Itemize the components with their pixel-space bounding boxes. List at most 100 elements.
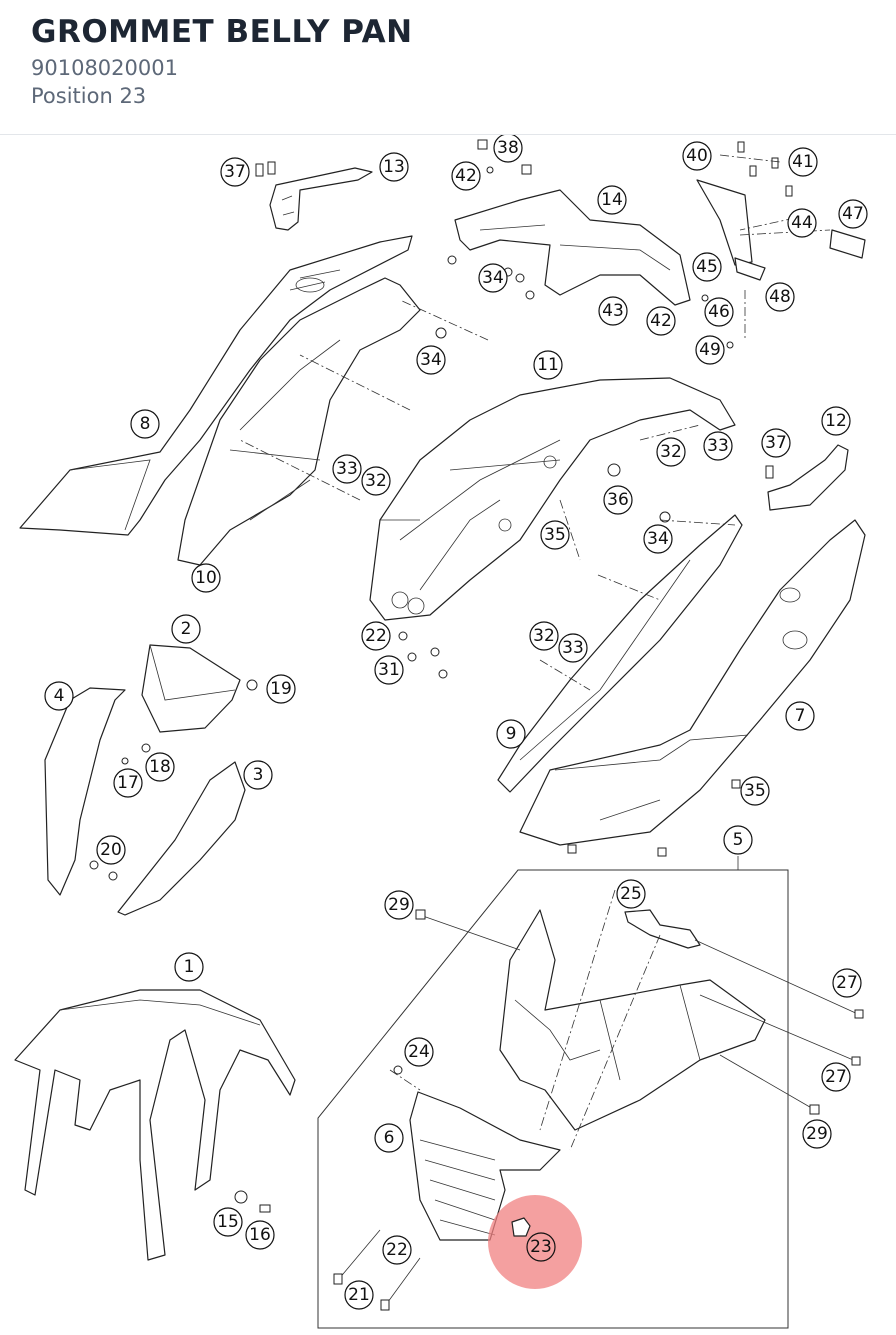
callout-37-b[interactable]: 37 <box>761 428 791 458</box>
part-40-plate-holder[interactable] <box>696 179 753 266</box>
screw-41-a[interactable] <box>737 141 745 153</box>
part-11-tail-section[interactable] <box>369 377 736 621</box>
callout-33-c[interactable]: 33 <box>558 633 588 663</box>
clip-34-c[interactable] <box>515 273 525 283</box>
part-7-side-panel-right[interactable] <box>519 519 866 846</box>
callout-5[interactable]: 5 <box>723 825 753 855</box>
callout-13[interactable]: 13 <box>379 152 409 182</box>
part-2-front-cover[interactable] <box>141 644 241 733</box>
part-1-front-fender[interactable] <box>14 989 296 1261</box>
callout-11[interactable]: 11 <box>533 350 563 380</box>
part-14-tail-cover[interactable] <box>454 189 691 306</box>
callout-14[interactable]: 14 <box>597 185 627 215</box>
callout-36[interactable]: 36 <box>603 485 633 515</box>
callout-20[interactable]: 20 <box>96 835 126 865</box>
callout-40[interactable]: 40 <box>682 141 712 171</box>
part-23-grommet[interactable] <box>511 1217 531 1237</box>
part-9-inner-panel[interactable] <box>497 514 743 793</box>
clip-34-e[interactable] <box>435 327 447 339</box>
callout-7[interactable]: 7 <box>785 701 815 731</box>
callout-32-a[interactable]: 32 <box>361 466 391 496</box>
screw-35-low[interactable] <box>567 844 577 854</box>
clip-34-a[interactable] <box>447 255 457 265</box>
callout-33-a[interactable]: 33 <box>332 454 362 484</box>
part-25-bracket[interactable] <box>624 909 701 949</box>
grommet-20[interactable] <box>108 871 118 881</box>
callout-24[interactable]: 24 <box>404 1037 434 1067</box>
part-6-belly-pan[interactable] <box>409 1091 561 1241</box>
washer-22[interactable] <box>398 631 408 641</box>
callout-32-c[interactable]: 32 <box>529 621 559 651</box>
callout-12[interactable]: 12 <box>821 406 851 436</box>
callout-18[interactable]: 18 <box>145 752 175 782</box>
nut-38[interactable] <box>477 139 488 150</box>
callout-2[interactable]: 2 <box>171 614 201 644</box>
bolt-27-b[interactable] <box>851 1056 861 1066</box>
screw-41-b[interactable] <box>749 165 757 177</box>
callout-38[interactable]: 38 <box>493 135 523 163</box>
callout-43[interactable]: 43 <box>598 296 628 326</box>
callout-32-b[interactable]: 32 <box>656 437 686 467</box>
screw-20[interactable] <box>89 860 99 870</box>
callout-6[interactable]: 6 <box>374 1123 404 1153</box>
callout-33-b[interactable]: 33 <box>703 431 733 461</box>
callout-19[interactable]: 19 <box>266 674 296 704</box>
part-13-grab-handle[interactable] <box>269 167 373 231</box>
callout-22-lower[interactable]: 22 <box>382 1235 412 1265</box>
screw-16[interactable] <box>259 1204 271 1213</box>
washer-18[interactable] <box>141 743 151 753</box>
clip-34-f[interactable] <box>659 511 671 523</box>
nut-38-b[interactable] <box>521 164 532 175</box>
callout-34-c[interactable]: 34 <box>643 524 673 554</box>
callout-48[interactable]: 48 <box>765 282 795 312</box>
callout-17[interactable]: 17 <box>113 768 143 798</box>
nut-46[interactable] <box>701 294 709 302</box>
callout-21[interactable]: 21 <box>344 1280 374 1310</box>
callout-49[interactable]: 49 <box>695 335 725 365</box>
screw-35-low-b[interactable] <box>657 847 667 857</box>
callout-34-a[interactable]: 34 <box>478 263 508 293</box>
screw-49[interactable] <box>726 341 734 349</box>
callout-42-b[interactable]: 42 <box>646 306 676 336</box>
grommet-31-b[interactable] <box>430 647 440 657</box>
callout-34-b[interactable]: 34 <box>416 345 446 375</box>
screw-35-right[interactable] <box>731 779 741 789</box>
part-4-side-trim[interactable] <box>44 687 126 896</box>
clip-34-d[interactable] <box>525 290 535 300</box>
screw-37-left-b[interactable] <box>267 161 276 175</box>
callout-8[interactable]: 8 <box>130 409 160 439</box>
screw-37-left[interactable] <box>255 163 264 177</box>
part-12-grab-handle[interactable] <box>767 444 849 511</box>
callout-23[interactable]: 23 <box>526 1232 556 1262</box>
grommet-19[interactable] <box>246 679 258 691</box>
callout-45[interactable]: 45 <box>692 252 722 282</box>
callout-31[interactable]: 31 <box>374 655 404 685</box>
screw-37-right[interactable] <box>765 465 774 479</box>
callout-35-a[interactable]: 35 <box>540 520 570 550</box>
grommet-31-c[interactable] <box>438 669 448 679</box>
screw-41-c[interactable] <box>771 157 779 169</box>
callout-9[interactable]: 9 <box>496 719 526 749</box>
callout-4[interactable]: 4 <box>44 681 74 711</box>
bolt-29-right[interactable] <box>809 1104 820 1115</box>
callout-41[interactable]: 41 <box>788 147 818 177</box>
callout-47[interactable]: 47 <box>838 199 868 229</box>
callout-37-a[interactable]: 37 <box>220 157 250 187</box>
callout-35-b[interactable]: 35 <box>740 776 770 806</box>
bolt-29-left[interactable] <box>415 909 426 920</box>
callout-42-a[interactable]: 42 <box>451 161 481 191</box>
callout-27-upper[interactable]: 27 <box>832 968 862 998</box>
callout-22-upper[interactable]: 22 <box>361 621 391 651</box>
part-3-side-trim[interactable] <box>117 761 246 916</box>
callout-29-right[interactable]: 29 <box>802 1119 832 1149</box>
callout-46[interactable]: 46 <box>704 297 734 327</box>
callout-3[interactable]: 3 <box>243 760 273 790</box>
callout-10[interactable]: 10 <box>191 563 221 593</box>
bolt-27-a[interactable] <box>854 1009 864 1019</box>
grommet-15[interactable] <box>234 1190 248 1204</box>
callout-15[interactable]: 15 <box>213 1207 243 1237</box>
screw-41-d[interactable] <box>785 185 793 197</box>
grommet-31[interactable] <box>407 652 417 662</box>
part-5-belly-pan-assembly[interactable] <box>499 909 766 1131</box>
callout-1[interactable]: 1 <box>174 952 204 982</box>
